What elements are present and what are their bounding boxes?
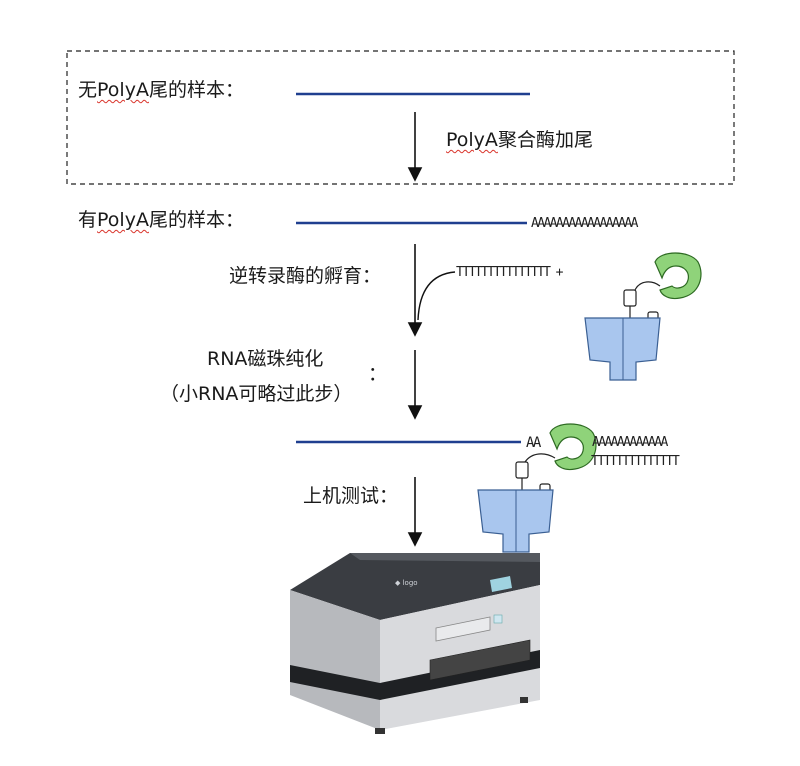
label-suffix: 聚合酶加尾 <box>497 129 593 151</box>
down-arrow-2 <box>407 244 423 337</box>
label-polya-tailing: PolyA聚合酶加尾 <box>446 131 593 150</box>
label-colon: ： <box>368 363 388 385</box>
motor-clip-icon <box>515 461 529 479</box>
label-rna-bead-purification: RNA磁珠纯化 <box>207 348 324 370</box>
label-polya-word: PolyA <box>97 209 149 231</box>
final-a-prefix: AA <box>526 435 541 451</box>
label-prefix: 无 <box>78 79 98 101</box>
final-a-sequence: AAAAAAAAAAAA <box>592 435 668 450</box>
down-arrow-3 <box>407 350 423 420</box>
label-polya-word: PolyA <box>446 129 498 151</box>
label-polya-word: PolyA <box>97 79 149 101</box>
label-suffix: 尾的样本： <box>148 209 244 231</box>
optional-step-dashed-box <box>66 50 735 185</box>
down-arrow-1 <box>407 112 423 182</box>
label-prefix: 有 <box>78 209 98 231</box>
final-t-sequence: TTTTTTTTTTTTTT <box>591 454 680 469</box>
adapter-complex-1 <box>584 252 702 381</box>
polymerase-icon <box>549 423 597 471</box>
oligo-t-sequence: TTTTTTTTTTTTTTT + <box>456 265 563 280</box>
label-rt-incubation: 逆转录酶的孵育： <box>229 265 382 287</box>
adapter-curve <box>417 271 456 321</box>
down-arrow-4 <box>407 477 423 547</box>
polya-tail-sequence: AAAAAAAAAAAAAAAAA <box>531 216 638 231</box>
svg-text:◆ logo: ◆ logo <box>395 579 418 587</box>
adapter-complex-2 <box>477 423 597 553</box>
motor-clip-icon <box>623 289 637 307</box>
polymerase-icon <box>654 252 702 300</box>
label-sample-no-polya: 无PolyA尾的样本： <box>78 81 244 100</box>
label-suffix: 尾的样本： <box>148 79 244 101</box>
label-sample-polya: 有PolyA尾的样本： <box>78 211 244 230</box>
sequencer-instrument-icon: ◆ logo <box>290 553 540 734</box>
label-sequencing: 上机测试： <box>303 485 399 507</box>
label-rna-bead-note: （小RNA可略过此步） <box>160 383 353 405</box>
